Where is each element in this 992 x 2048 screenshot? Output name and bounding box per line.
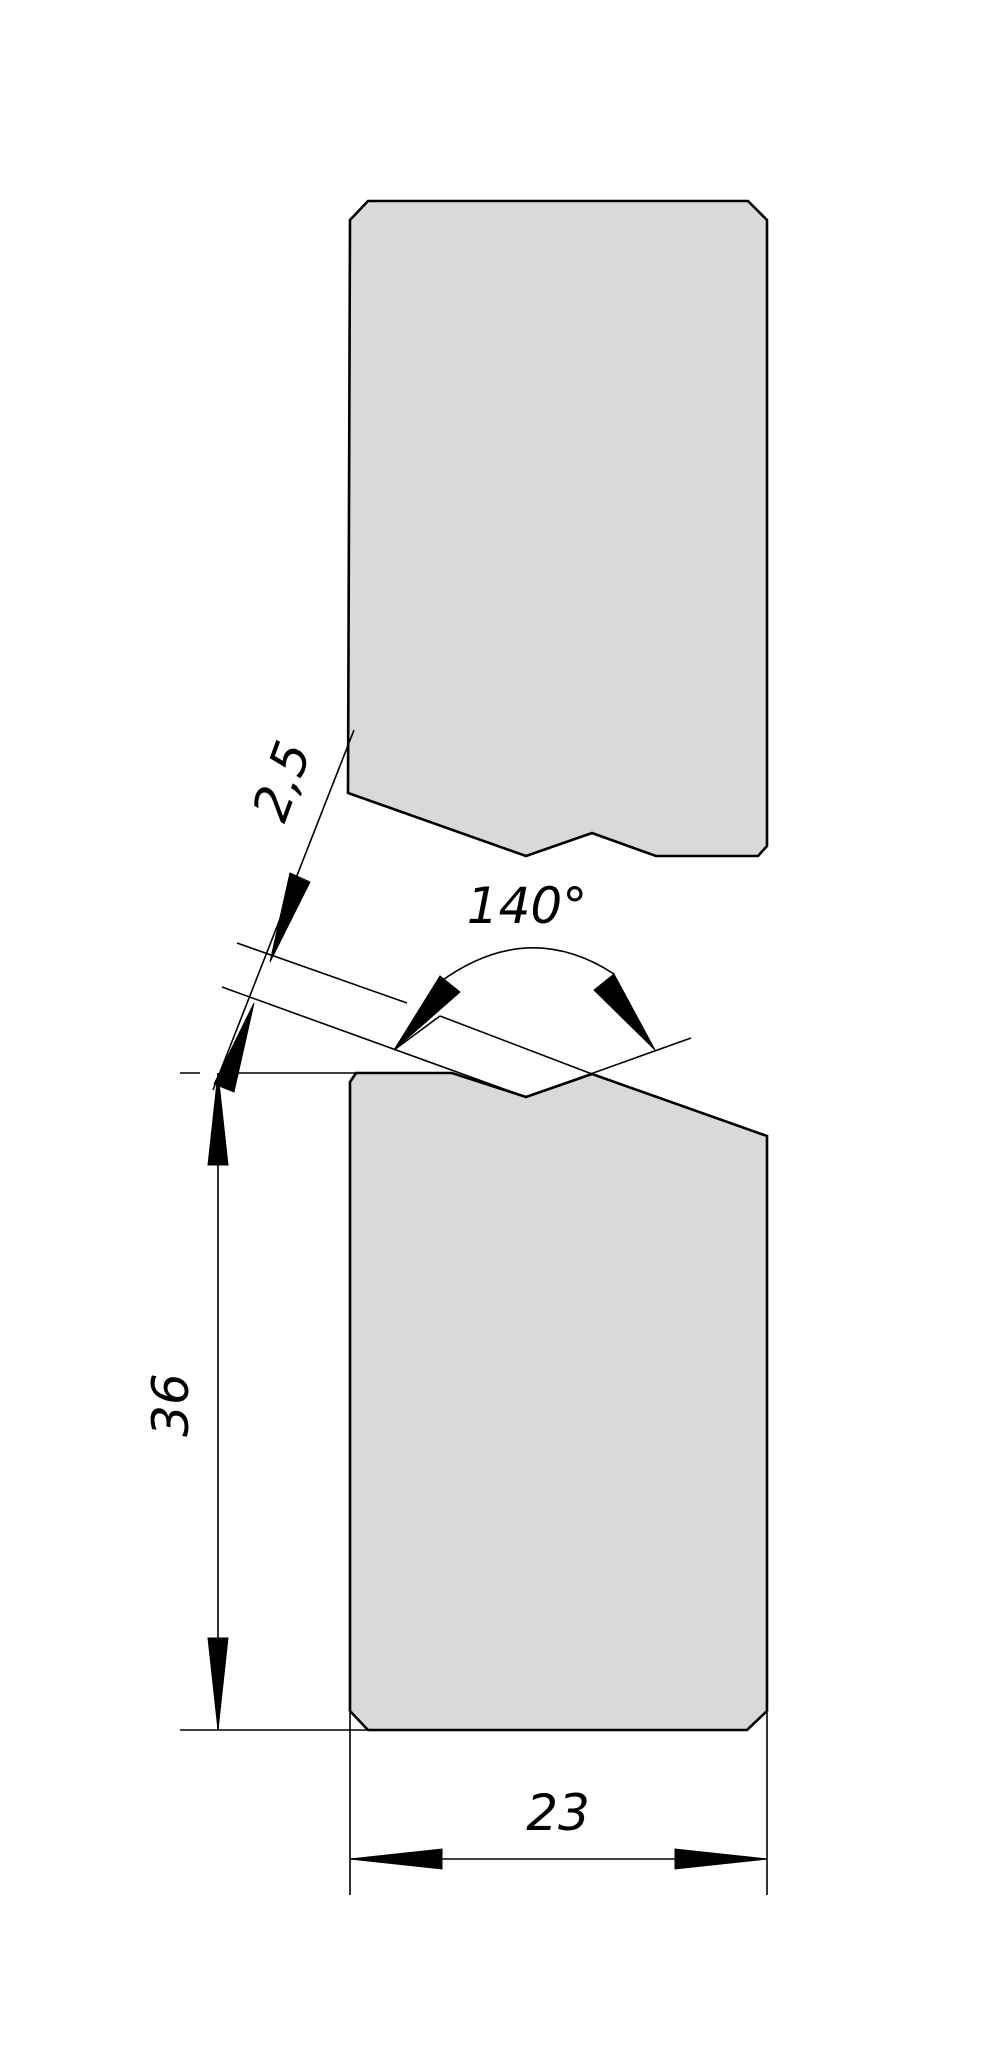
arrow-right — [674, 1848, 768, 1870]
upper-part — [346, 199, 769, 858]
dimension-36 — [180, 1072, 452, 1731]
arrow-left — [349, 1848, 443, 1870]
arrow-down — [207, 1637, 229, 1731]
angle-arrow-left — [393, 975, 461, 1051]
dimension-text-23: 23 — [526, 1784, 590, 1842]
dimension-text-36: 36 — [142, 1373, 200, 1437]
dimension-text-140: 140° — [467, 877, 587, 935]
angle-side-right — [525, 1037, 692, 1098]
arrow-up — [207, 1072, 229, 1166]
offset-line-lower — [221, 986, 527, 1098]
dimension-23 — [349, 1711, 768, 1895]
angle-arrow-right — [593, 973, 656, 1051]
angle-side-left — [439, 1015, 593, 1075]
angle-leader-left — [393, 1015, 441, 1051]
arrow-2-5-lower — [213, 1002, 255, 1093]
dimension-text-2-5: 2,5 — [241, 734, 323, 829]
angle-arc — [439, 947, 615, 983]
arrow-2-5-upper — [269, 872, 311, 963]
offset-line-upper — [236, 942, 408, 1004]
dimension-2-5 — [212, 729, 527, 1098]
angle-140 — [393, 947, 692, 1098]
lower-part — [348, 1071, 769, 1732]
